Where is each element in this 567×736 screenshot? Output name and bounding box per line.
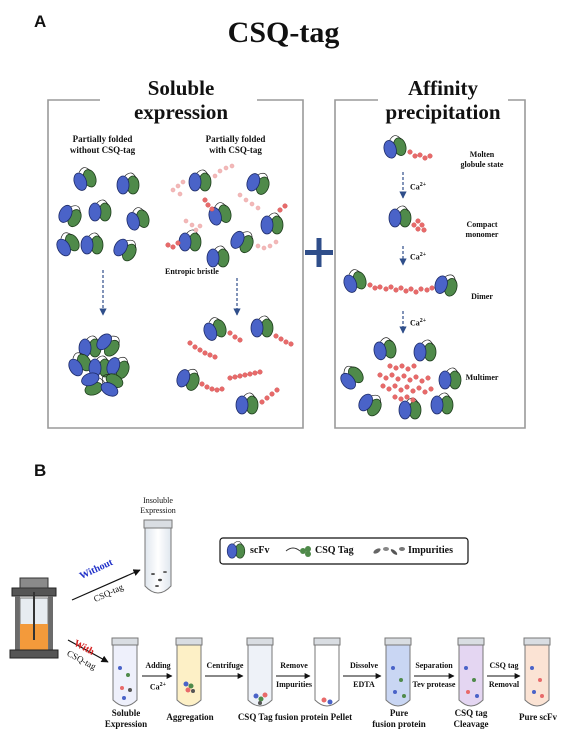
- tube-pellet: [246, 637, 274, 707]
- affinity-box-frame: [334, 99, 526, 429]
- legend-scfv: scFv: [250, 545, 270, 556]
- step-soluble-l1: Soluble: [111, 708, 141, 718]
- col2-line1: Partially folded: [205, 134, 266, 144]
- scfv-aggregate: [64, 329, 132, 399]
- tube-pure-fusion: [384, 637, 412, 707]
- soluble-scfv-chains: [175, 315, 294, 414]
- ca-text: Ca: [410, 182, 420, 192]
- arrow-ca-sup: 2+: [159, 682, 167, 688]
- ca-sup: 2+: [419, 182, 427, 188]
- insoluble-l1: Insoluble: [143, 496, 173, 505]
- insoluble-tube: [143, 519, 173, 594]
- tube-aggregation: [175, 637, 203, 707]
- arrow-label-adding: Adding: [145, 661, 171, 670]
- state-multimer: Multimer: [465, 373, 499, 382]
- bioreactor-icon: [9, 577, 59, 659]
- step-pure-fusion-l2: fusion protein: [372, 719, 426, 729]
- tube-soluble: [111, 637, 139, 707]
- step-pure-scfv: Pure scFv: [518, 712, 558, 722]
- arrow-label-dissolve: Dissolve: [350, 661, 378, 670]
- arrow-ca-text: Ca: [149, 682, 160, 692]
- figure-title: CSQ-tag: [227, 16, 340, 49]
- step-cleavage: CSQ tag Cleavage: [444, 708, 498, 730]
- without-tag-label: Partially folded without CSQ-tag: [55, 134, 150, 156]
- impurities-legend-icon: [373, 547, 405, 555]
- compact-monomer: [389, 206, 427, 233]
- soluble-title-line1: Soluble: [147, 76, 215, 100]
- affinity-title-line2: precipitation: [385, 100, 501, 124]
- state-compact-l1: Compact: [466, 220, 498, 229]
- molten-globule: [381, 134, 433, 161]
- insoluble-expression-label: Insoluble Expression: [128, 496, 188, 516]
- col1-line1: Partially folded: [72, 134, 133, 144]
- affinity-title: Affinity precipitation: [378, 76, 508, 124]
- arrow-label-tev: Tev protease: [412, 680, 456, 689]
- panel-b-letter: B: [34, 461, 47, 480]
- insoluble-l2: Expression: [140, 506, 176, 515]
- ca-text: Ca: [410, 252, 420, 262]
- arrow-label-ca: Ca2+: [140, 680, 176, 693]
- soluble-title-line2: expression: [133, 100, 229, 124]
- col1-line2: without CSQ-tag: [69, 145, 136, 155]
- state-molten: Molten globule state: [447, 150, 517, 170]
- step-pure-fusion-l1: Pure: [389, 708, 409, 718]
- step-aggregation: Aggregation: [166, 712, 214, 722]
- ca-sup: 2+: [419, 318, 427, 324]
- entropic-bristle-label: Entropic bristle: [165, 267, 219, 276]
- multimer: [336, 336, 461, 419]
- step-pellet: CSQ Tag fusion protein Pellet: [237, 712, 353, 722]
- plus-icon: [305, 238, 333, 267]
- state-dimer: Dimer: [471, 292, 493, 301]
- ca-sup: 2+: [419, 252, 427, 258]
- arrow-label-removal: Removal: [488, 680, 520, 689]
- step-soluble-l2: Expression: [104, 719, 148, 729]
- panel-a-letter: A: [34, 12, 47, 31]
- soluble-title: Soluble expression: [105, 76, 257, 124]
- step-cleavage-l2: Cleavage: [453, 719, 489, 729]
- arrow-label-impurities: Impurities: [276, 680, 312, 689]
- arrow-label-edta: EDTA: [353, 680, 375, 689]
- legend-box: [219, 537, 469, 565]
- step-soluble: Soluble Expression: [98, 708, 154, 730]
- step-pure-fusion: Pure fusion protein: [368, 708, 430, 730]
- tube-pure-scfv: [523, 637, 551, 707]
- ca-label-1: Ca2+: [410, 180, 426, 193]
- legend-csq: CSQ Tag: [315, 545, 354, 556]
- with-tag-label: Partially folded with CSQ-tag: [188, 134, 283, 156]
- state-compact: Compact monomer: [447, 220, 517, 240]
- state-molten-l1: Molten: [469, 150, 495, 159]
- scfv-scatter-without-tag: [52, 165, 151, 263]
- soluble-box-frame: [47, 99, 304, 429]
- state-molten-l2: globule state: [460, 160, 504, 169]
- state-compact-l2: monomer: [465, 230, 499, 239]
- ca-label-3: Ca2+: [410, 316, 426, 329]
- arrow-label-csqtag: CSQ tag: [489, 661, 519, 670]
- arrow-label-separation: Separation: [415, 661, 453, 670]
- ca-label-2: Ca2+: [410, 250, 426, 263]
- ca-text: Ca: [410, 318, 420, 328]
- affinity-title-line1: Affinity: [408, 76, 478, 100]
- legend-impurities: Impurities: [408, 545, 453, 556]
- scfv-with-csq-tags: [165, 163, 288, 267]
- col2-line2: with CSQ-tag: [209, 145, 262, 155]
- step-cleavage-l1: CSQ tag: [454, 708, 488, 718]
- arrow-label-centrifuge: Centrifuge: [206, 661, 244, 670]
- tube-pellet-clean: [313, 637, 341, 707]
- tube-cleavage: [457, 637, 485, 707]
- arrow-label-remove: Remove: [280, 661, 308, 670]
- dimer: [341, 267, 460, 298]
- csq-tag-legend-icon: [285, 546, 311, 557]
